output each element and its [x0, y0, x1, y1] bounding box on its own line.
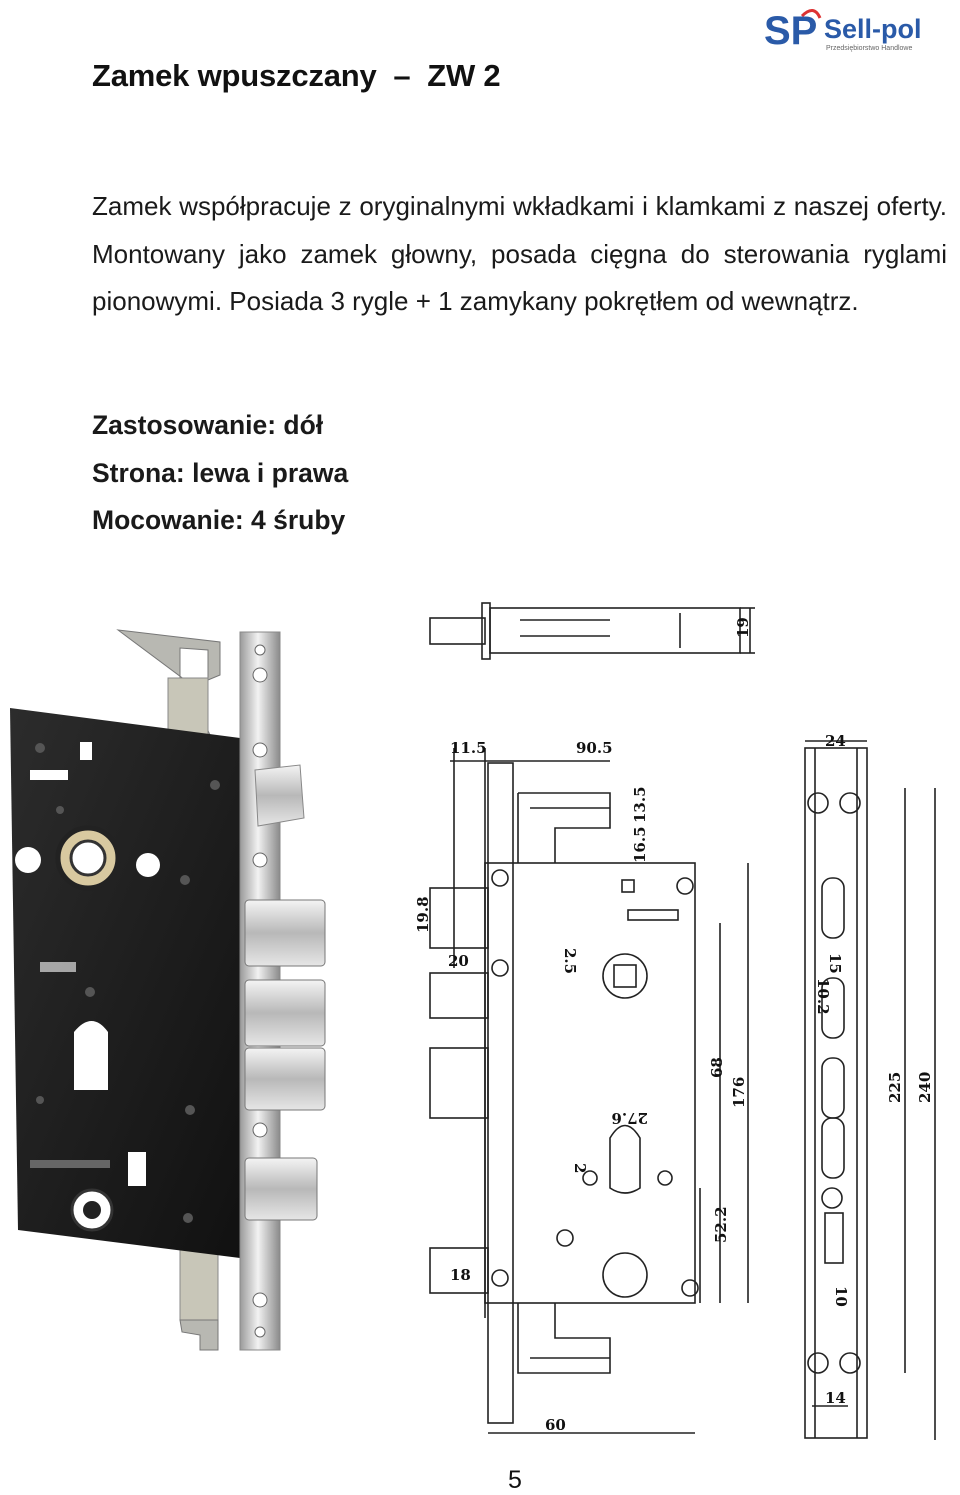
dim-label: 18: [450, 1266, 471, 1284]
svg-text:SP: SP: [764, 9, 817, 53]
dim-label: 240: [916, 1072, 934, 1103]
product-description: Zamek współpracuje z oryginalnymi wkładk…: [92, 191, 947, 316]
dim-label: 14: [825, 1389, 846, 1407]
spec-mounting: Mocowanie: 4 śruby: [92, 505, 346, 535]
dim-label: 11.5: [450, 739, 487, 757]
dim-label: 16.5: [631, 826, 649, 863]
dim-label: 2: [571, 1163, 589, 1173]
sell-pol-logo: SP Sell-pol Przedsiębiorstwo Handlowe: [762, 6, 952, 56]
dim-label: 176: [730, 1077, 748, 1108]
dim-label: 13.5: [631, 786, 649, 823]
spec-list: Zastosowanie: dół Strona: lewa i prawa M…: [92, 402, 348, 545]
dimension-labels: 19 11.5 90.5 24 13.5 16.5 19.8 20 2.5 15…: [414, 617, 934, 1434]
dim-label: 60: [545, 1416, 566, 1434]
dim-label: 225: [886, 1072, 904, 1103]
dim-label: 2.5: [561, 948, 579, 974]
page-number: 5: [508, 1466, 522, 1494]
dim-label: 68: [708, 1057, 726, 1078]
dim-label: 19: [734, 617, 752, 638]
dim-label: 27.6: [611, 1109, 648, 1127]
dim-label: 10.2: [814, 978, 832, 1015]
dim-label: 10: [832, 1286, 850, 1307]
page-title: Zamek wpuszczany – ZW 2: [92, 58, 501, 93]
dim-label: 52.2: [712, 1206, 730, 1243]
logo-brand: Sell-pol: [824, 14, 922, 44]
logo-mark: SP Sell-pol Przedsiębiorstwo Handlowe: [764, 9, 922, 53]
spec-application: Zastosowanie: dół: [92, 410, 324, 440]
lock-photo: [10, 629, 326, 1351]
technical-drawing: 19 11.5 90.5 24 13.5 16.5 19.8 20 2.5 15…: [414, 602, 936, 1440]
logo-tagline: Przedsiębiorstwo Handlowe: [826, 45, 912, 52]
dim-label: 20: [448, 952, 469, 970]
spec-side: Strona: lewa i prawa: [92, 457, 349, 488]
dim-label: 15: [826, 953, 844, 974]
dim-label: 90.5: [576, 739, 613, 757]
dim-label: 24: [825, 732, 846, 750]
dim-label: 19.8: [414, 896, 432, 933]
